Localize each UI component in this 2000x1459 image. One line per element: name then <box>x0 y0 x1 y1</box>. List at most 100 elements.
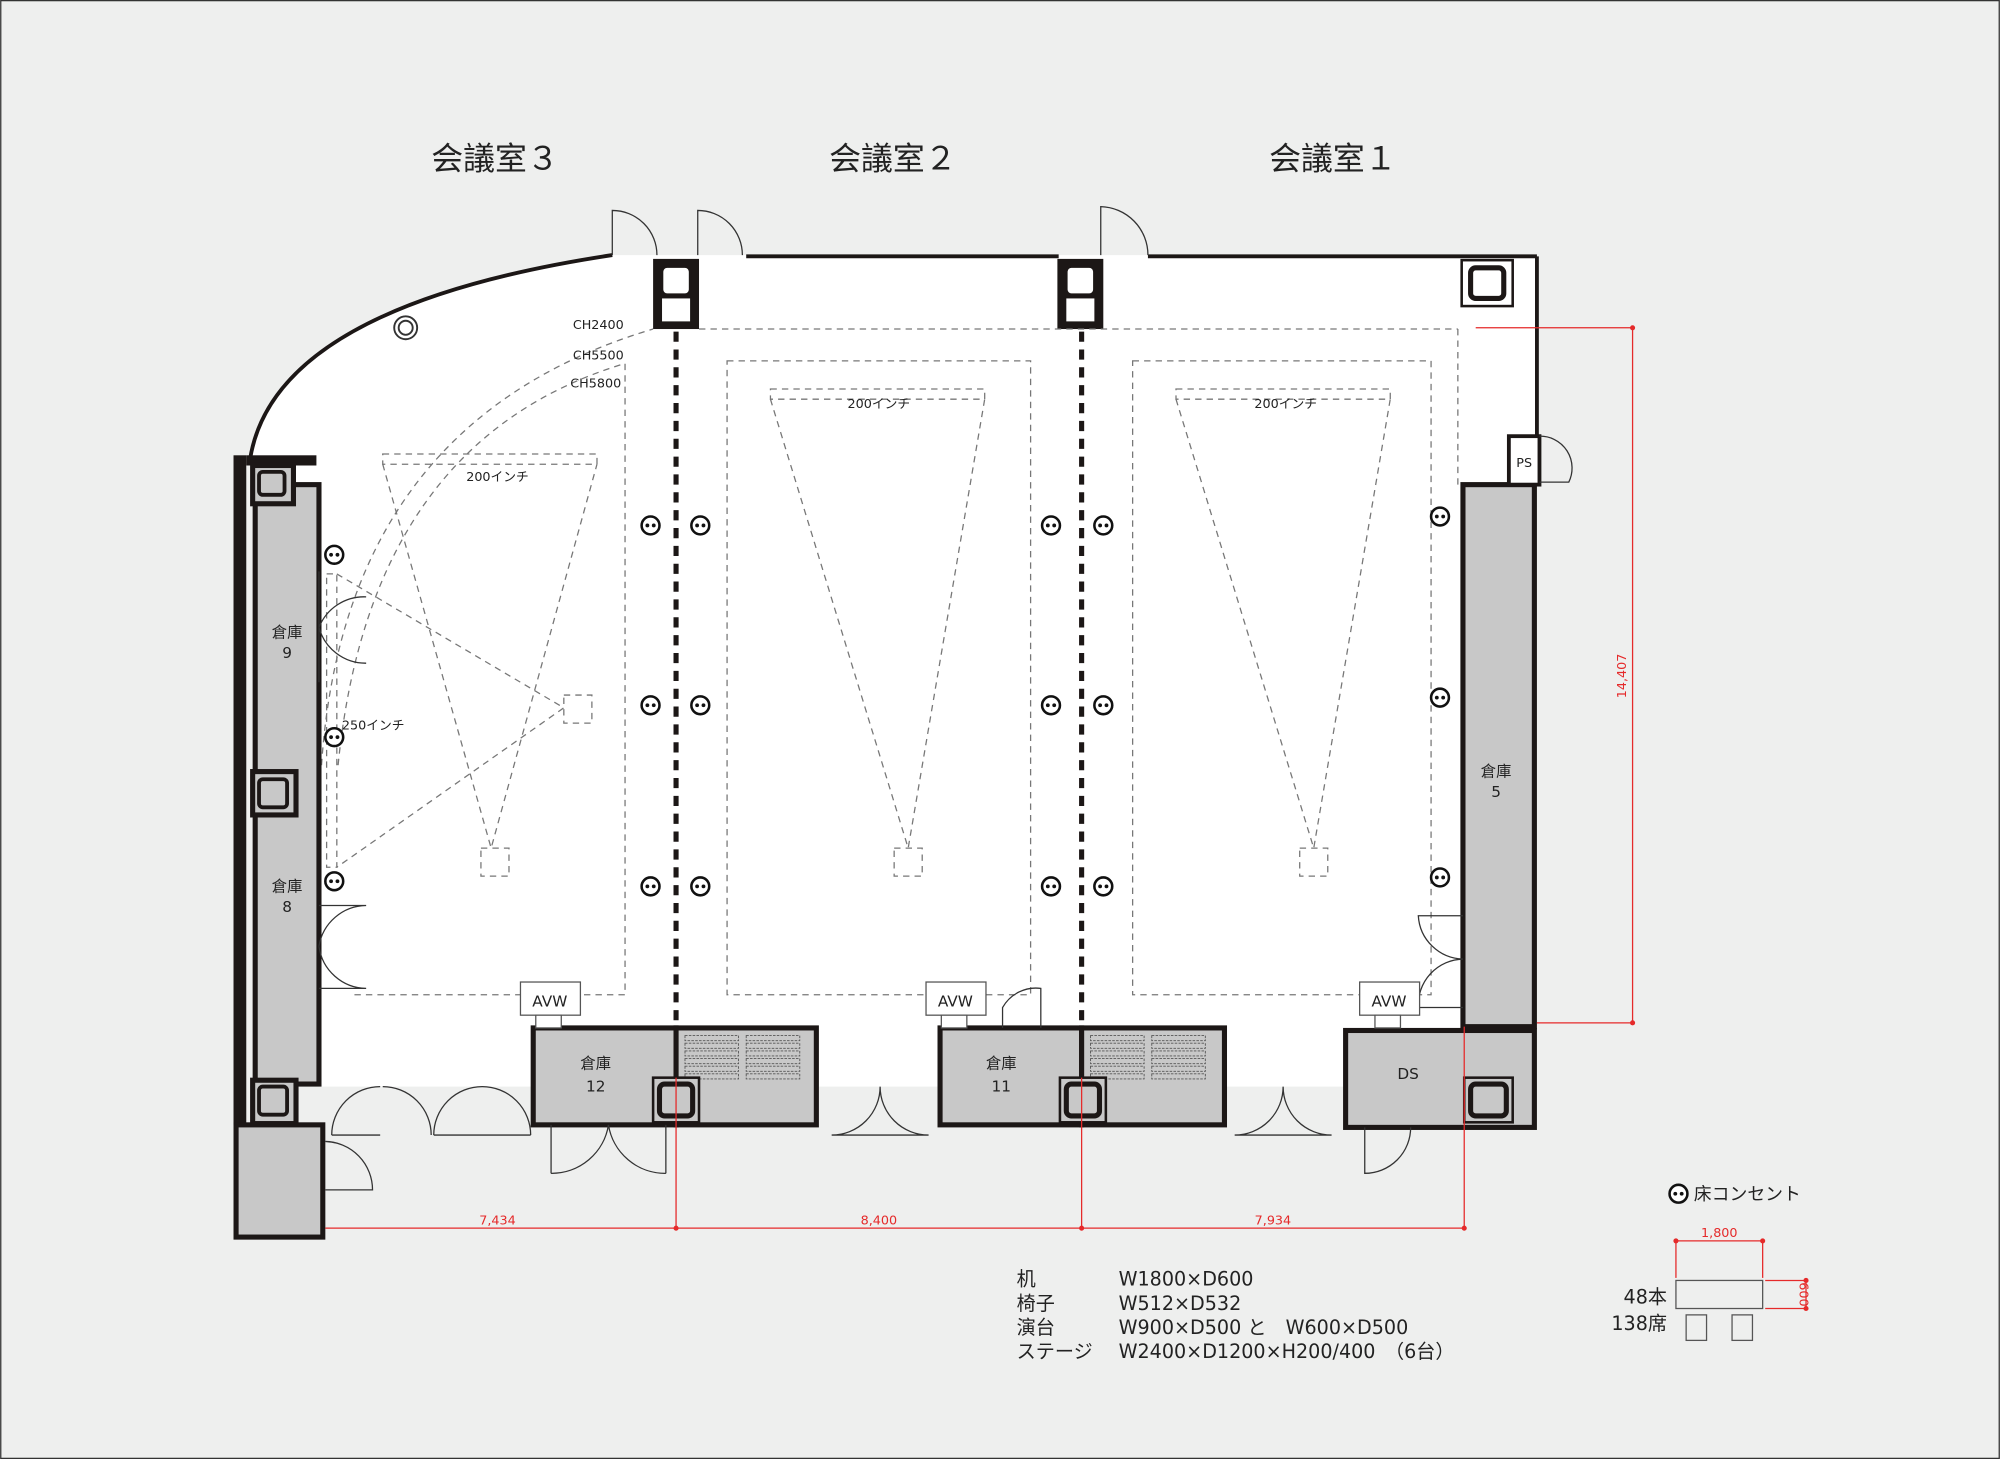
svg-text:AVW: AVW <box>938 992 973 1010</box>
floor-outlet-icon <box>324 871 345 892</box>
floor-outlet-icon <box>640 515 661 536</box>
storage-number: 5 <box>1491 783 1501 801</box>
svg-text:138席: 138席 <box>1611 1312 1667 1335</box>
floor-outlet-icon <box>1429 506 1451 527</box>
storage-5 <box>1460 482 1537 1030</box>
storage-8-door[interactable] <box>318 904 367 990</box>
svg-text:床コンセント: 床コンセント <box>1694 1184 1801 1205</box>
stacked-chair <box>684 1050 739 1057</box>
column <box>250 1077 299 1127</box>
dimension-width: 7,434 8,400 7,934 <box>325 1026 1467 1231</box>
entrance-door[interactable] <box>1234 1086 1332 1136</box>
floor-outlets <box>324 506 1451 897</box>
ceiling-label: CH5500 <box>573 349 624 364</box>
storage-number: 8 <box>282 898 292 916</box>
dimension-height: 14,407 <box>1475 325 1636 1026</box>
storage-number: 12 <box>586 1078 605 1096</box>
legend-table: 1,800 600 48本 138席 <box>1611 1226 1811 1342</box>
storage-11-door[interactable] <box>1001 987 1042 1028</box>
stacked-chair <box>684 1065 739 1072</box>
door[interactable] <box>1100 205 1149 256</box>
column <box>250 769 299 818</box>
round-column-inner <box>397 319 414 336</box>
stacked-chair <box>1090 1042 1145 1049</box>
column <box>1460 258 1514 308</box>
screen-room3: 200インチ <box>382 453 598 877</box>
stacked-chair <box>745 1050 801 1057</box>
stacked-chair <box>684 1058 739 1065</box>
stacked-chair <box>1151 1042 1206 1049</box>
stacked-chair <box>1090 1035 1145 1042</box>
column <box>1058 1076 1108 1124</box>
floor-outlet-icon <box>1429 867 1451 888</box>
floor-outlet-icon <box>1093 876 1114 897</box>
screen-room1: 200インチ <box>1175 388 1391 877</box>
svg-text:机: 机 <box>1017 1268 1036 1291</box>
stacked-chair <box>1090 1058 1145 1065</box>
svg-text:ステージ: ステージ <box>1017 1340 1093 1363</box>
room-title-1: 会議室１ <box>1269 140 1397 178</box>
stacked-chair <box>745 1058 801 1065</box>
screen-room3-side: 250インチ <box>325 573 593 868</box>
ds-door[interactable] <box>1364 1127 1412 1174</box>
stacked-chair <box>745 1042 801 1049</box>
storage-label: 倉庫 <box>1481 763 1512 781</box>
svg-text:椅子: 椅子 <box>1017 1292 1055 1315</box>
stacked-chair <box>684 1042 739 1049</box>
ceiling-label: CH5800 <box>570 377 621 392</box>
floor-outlet-icon <box>1668 1183 1689 1204</box>
stacked-chair <box>1151 1035 1206 1042</box>
svg-text:1,800: 1,800 <box>1701 1226 1738 1241</box>
svg-text:W512×D532: W512×D532 <box>1119 1292 1242 1315</box>
room2-ch-area <box>726 360 1032 996</box>
svg-text:600: 600 <box>1796 1282 1811 1306</box>
storage-12-door[interactable] <box>550 1124 667 1174</box>
svg-text:AVW: AVW <box>1371 992 1406 1010</box>
curved-glass-wall <box>248 253 613 460</box>
column <box>250 462 297 507</box>
room-title-3: 会議室３ <box>431 140 559 178</box>
entrance-door[interactable] <box>831 1086 929 1136</box>
room-title-2: 会議室２ <box>829 140 957 178</box>
entrance-door[interactable] <box>433 1085 532 1136</box>
floor-outlet-icon <box>1093 515 1114 536</box>
wall <box>246 455 317 466</box>
stacked-chair <box>1090 1065 1145 1072</box>
stacked-chair <box>1090 1050 1145 1057</box>
door[interactable] <box>697 209 744 256</box>
chair-shape <box>1685 1314 1708 1342</box>
floor-outlet-icon <box>690 695 711 716</box>
entrance-door[interactable] <box>331 1085 432 1136</box>
legend-outlet: 床コンセント <box>1668 1183 1801 1205</box>
storage-label: 倉庫 <box>272 877 303 895</box>
svg-text:W1800×D600: W1800×D600 <box>1119 1268 1254 1291</box>
storage-label: 倉庫 <box>580 1055 611 1073</box>
svg-text:48本: 48本 <box>1624 1285 1667 1308</box>
stacked-chair <box>745 1065 801 1072</box>
column <box>653 258 700 330</box>
storage-bottom-left <box>233 1122 326 1240</box>
avw-box: AVW <box>1359 981 1421 1029</box>
ch5500-line <box>337 362 626 996</box>
door[interactable] <box>325 1140 374 1191</box>
screen-label: 250インチ <box>342 719 405 734</box>
stacked-chair <box>1151 1073 1206 1080</box>
svg-text:7,434: 7,434 <box>479 1213 516 1228</box>
floor-outlet-icon <box>640 876 661 897</box>
storage-9-door[interactable] <box>318 571 367 683</box>
floor-outlet-icon <box>1040 695 1062 716</box>
screen-label: 200インチ <box>1254 397 1317 412</box>
door[interactable] <box>611 209 658 256</box>
screen-label: 200インチ <box>848 397 911 412</box>
ps-door[interactable] <box>1539 435 1573 483</box>
avw-box: AVW <box>925 981 987 1029</box>
left-wall <box>233 455 247 1125</box>
floor-outlet-icon <box>690 876 711 897</box>
floor-outlet-icon <box>324 726 345 748</box>
svg-text:W2400×D1200×H200/400 （6台）: W2400×D1200×H200/400 （6台） <box>1119 1340 1455 1363</box>
column <box>1057 258 1104 330</box>
storage-number: 9 <box>282 644 292 662</box>
svg-text:8,400: 8,400 <box>861 1213 898 1228</box>
